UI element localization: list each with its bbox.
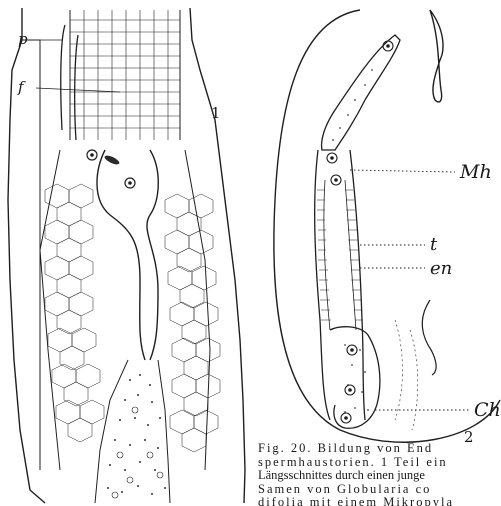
caption-line-4: Samen von Globularia co	[258, 483, 501, 497]
panel-label-1: 1	[211, 104, 221, 122]
panel-2-seed-drawing	[274, 10, 500, 442]
parenchyma-cells-right	[165, 194, 220, 452]
label-mh: Mh	[459, 161, 492, 183]
label-en: en	[430, 258, 452, 279]
label-t: t	[430, 234, 438, 255]
caption-line-5: difolia mit einem Mikropyla	[258, 496, 501, 506]
parenchyma-cells-left	[45, 184, 104, 442]
caption-line-2: spermhaustorien. 1 Teil ein	[258, 456, 501, 470]
caption-line-1: Fig. 20. Bildung von End	[258, 442, 501, 456]
label-f: f	[17, 78, 26, 96]
caption-line-3: Längsschnittes durch einen junge	[258, 469, 501, 483]
label-ch: Ch	[474, 399, 501, 421]
endosperm-stippled-zone	[95, 360, 170, 503]
panel-1-section-drawing	[8, 8, 245, 503]
label-p: p	[18, 30, 28, 48]
columnar-cell-grid	[70, 10, 180, 140]
figure-caption: Fig. 20. Bildung von End spermhaustorien…	[258, 442, 501, 506]
